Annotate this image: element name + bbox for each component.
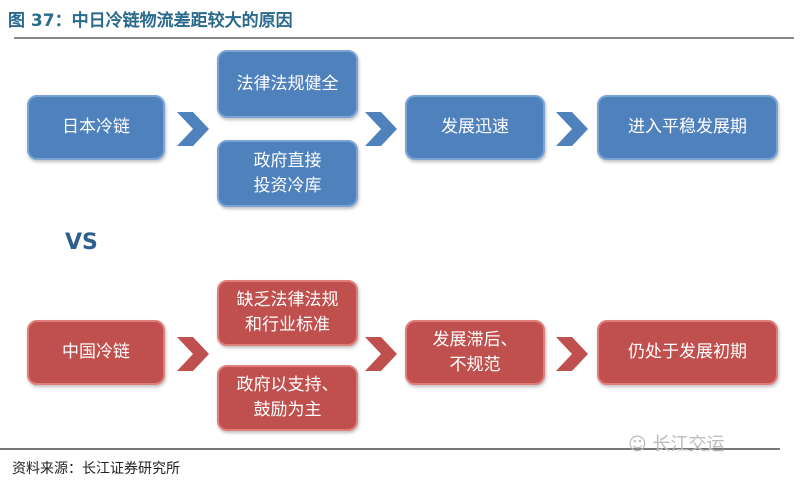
chevron-right-icon: [556, 112, 588, 146]
source-note: 资料来源：长江证券研究所: [12, 461, 180, 477]
divider: [0, 448, 780, 450]
divider: [14, 37, 794, 39]
japan-stage-box: 发展迅速: [405, 95, 545, 160]
china-reason2-box: 政府以支持、 鼓励为主: [217, 365, 358, 431]
chevron-right-icon: [556, 337, 588, 371]
chevron-right-icon: [177, 112, 209, 146]
watermark: ☺ 长江交运: [628, 430, 725, 456]
japan-reason1-box: 法律法规健全: [217, 50, 358, 118]
watermark-text: 长江交运: [652, 434, 725, 455]
japan-start-box: 日本冷链: [27, 95, 165, 160]
figure-title: 图 37：中日冷链物流差距较大的原因: [8, 11, 293, 31]
china-stage-box: 发展滞后、 不规范: [405, 320, 545, 385]
chevron-right-icon: [177, 337, 209, 371]
chevron-right-icon: [365, 112, 397, 146]
wechat-icon: ☺: [628, 434, 653, 455]
japan-result-box: 进入平稳发展期: [597, 95, 778, 160]
china-result-box: 仍处于发展初期: [597, 320, 778, 385]
china-start-box: 中国冷链: [27, 320, 165, 385]
japan-reason2-box: 政府直接 投资冷库: [217, 140, 358, 207]
china-reason1-box: 缺乏法律法规 和行业标准: [217, 280, 358, 346]
chevron-right-icon: [365, 337, 397, 371]
vs-label: VS: [65, 230, 98, 255]
